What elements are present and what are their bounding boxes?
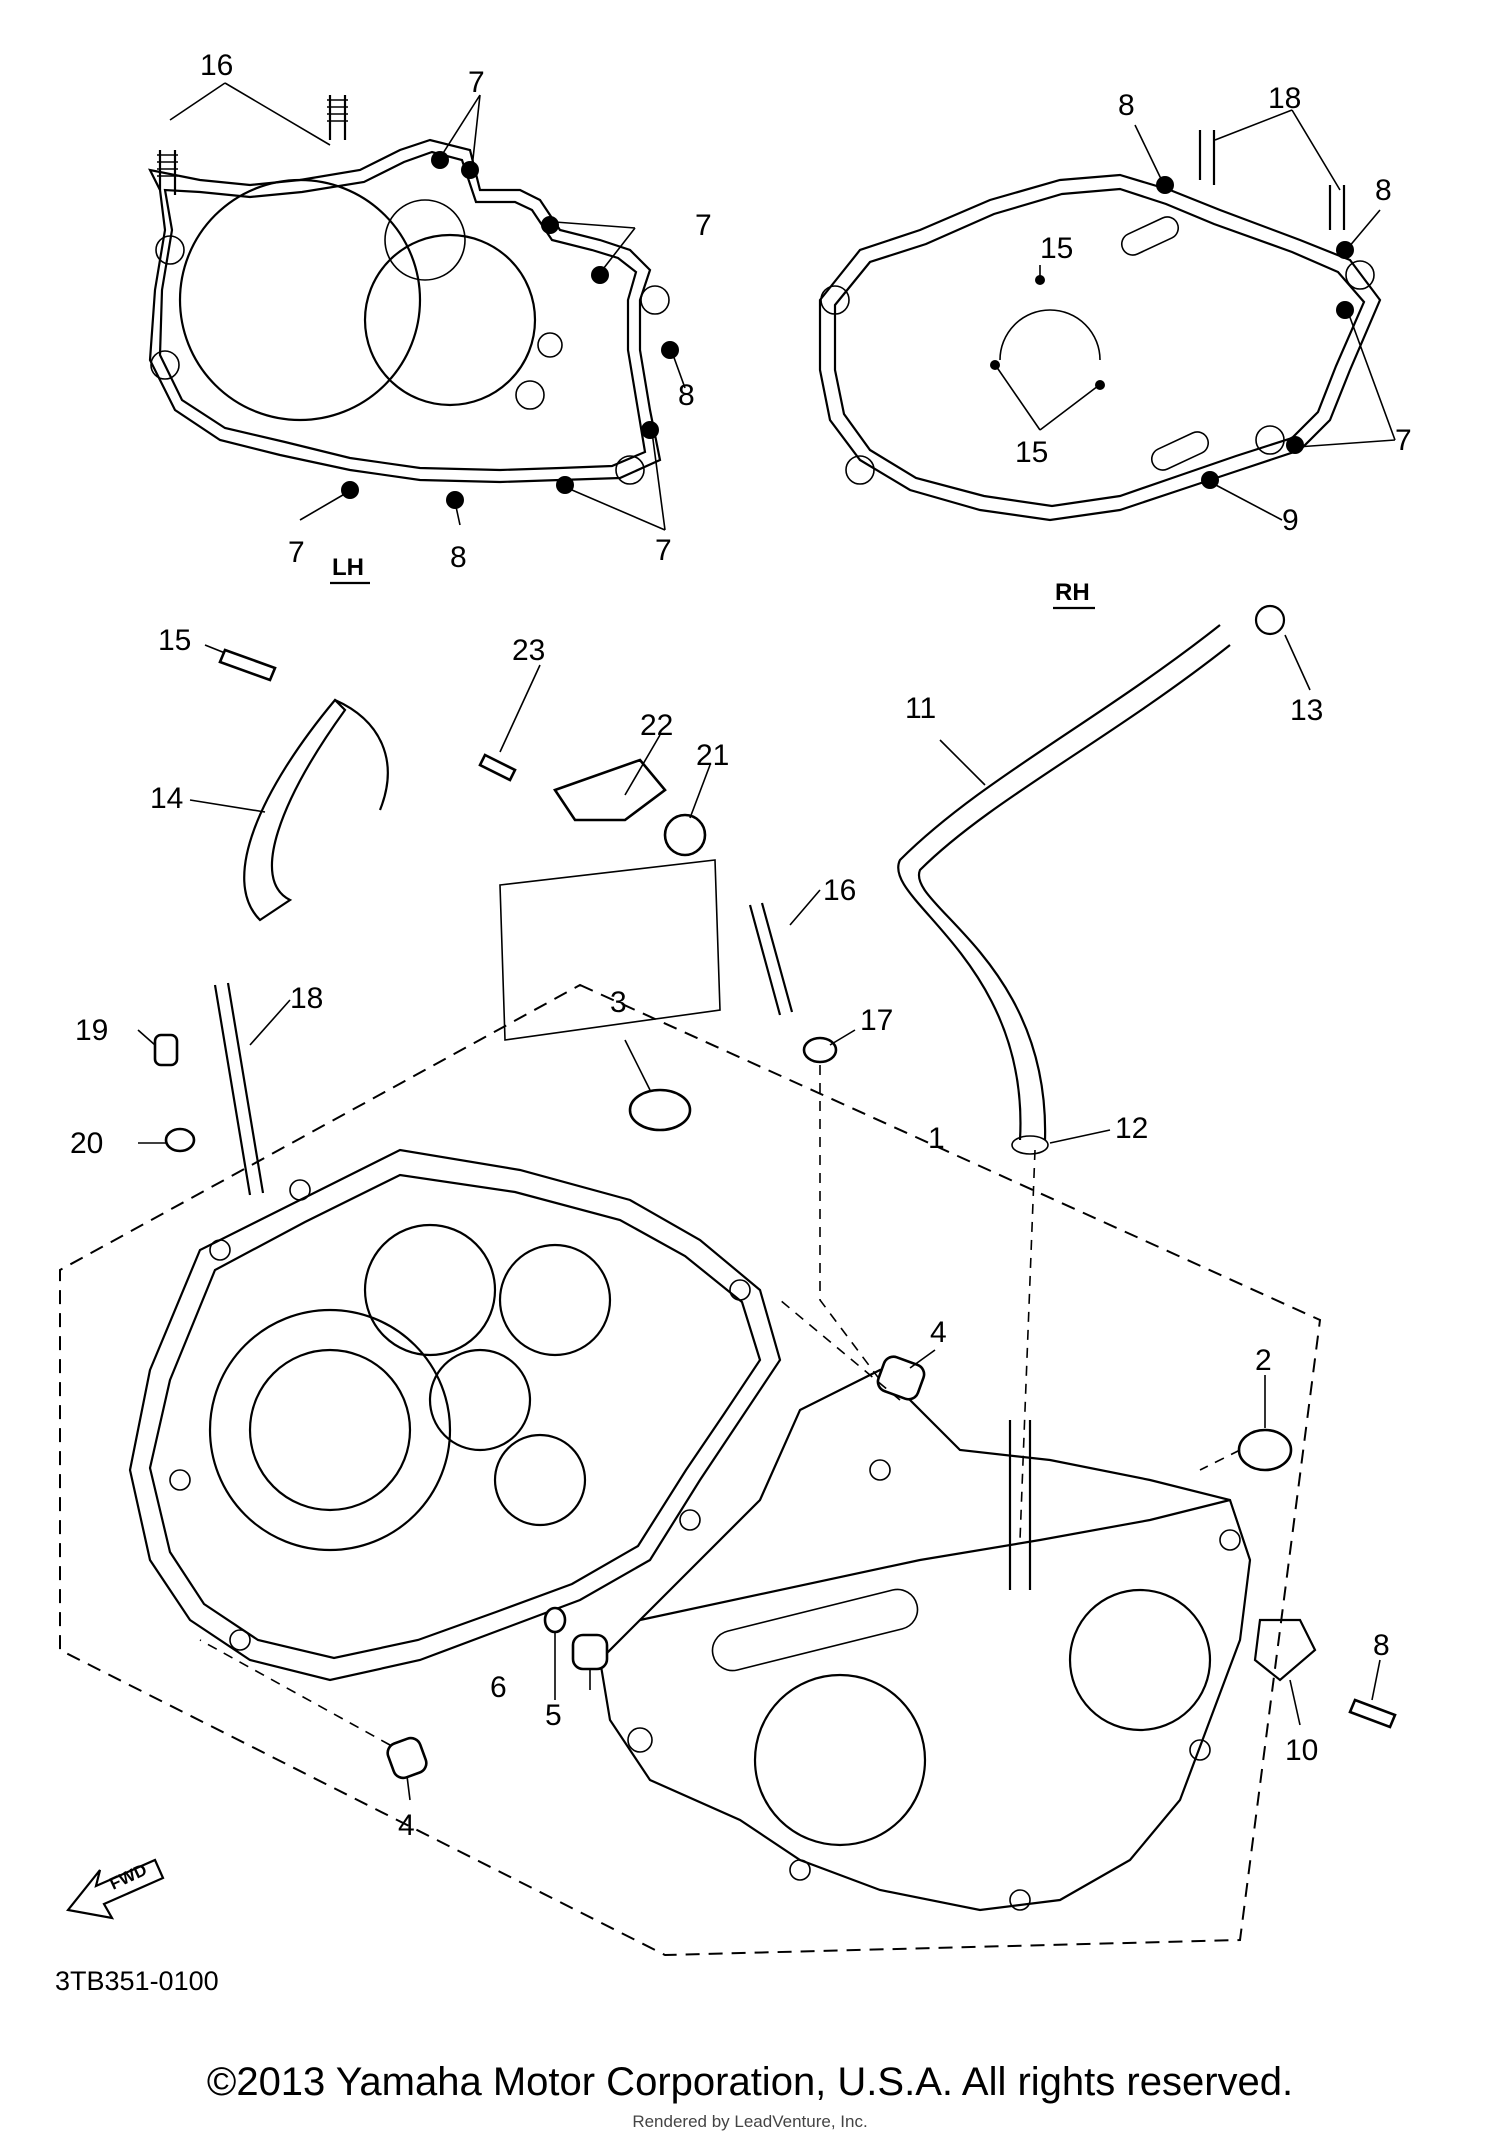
rh-crankcase-gasket [818,109,1396,522]
callout-7a: 7 [468,66,485,99]
callout-7b: 7 [695,209,712,242]
callout-6: 6 [490,1671,507,1704]
callout-15c: 15 [158,624,191,657]
callout-2: 2 [1255,1344,1272,1377]
callout-11: 11 [905,692,936,725]
right-crankcase-half [598,1368,1252,1912]
callout-7d: 7 [655,534,672,567]
callout-20: 20 [70,1127,103,1160]
callout-4b: 4 [398,1809,415,1842]
lh-side-label: LH [332,554,364,581]
callout-8a: 8 [678,379,695,412]
left-crankcase-half [128,1148,782,1682]
callout-15b: 15 [1015,436,1048,469]
callout-13: 13 [1290,694,1323,727]
callout-21: 21 [696,739,729,772]
callout-15a: 15 [1040,232,1073,265]
callout-22: 22 [640,709,673,742]
callout-10: 10 [1285,1734,1318,1767]
callout-19: 19 [75,1014,108,1047]
callout-8d: 8 [1375,174,1392,207]
callout-23: 23 [512,634,545,667]
copyright-notice: ©2013 Yamaha Motor Corporation, U.S.A. A… [206,2060,1294,2104]
callout-7c: 7 [288,536,305,569]
rh-side-label: RH [1055,579,1090,606]
lower-loose-parts [199,1299,1397,1801]
fwd-label: FWD [107,1860,150,1894]
callout-18a: 18 [1268,82,1301,115]
callout-8c: 8 [1118,89,1135,122]
callout-17: 17 [860,1004,893,1037]
callout-5: 5 [545,1699,562,1732]
callout-8e: 8 [1373,1629,1390,1662]
callout-16a: 16 [200,49,233,82]
forward-arrow: FWD [65,1858,165,1920]
callout-14: 14 [150,782,183,815]
diagram-code: 3TB351-0100 [55,1966,219,1996]
callout-3: 3 [610,986,627,1019]
callout-12: 12 [1115,1112,1148,1145]
callout-1: 1 [928,1122,945,1155]
lh-crankcase-gasket [148,82,686,531]
callout-18b: 18 [290,982,323,1015]
assembly-boundary [59,983,1322,1957]
callout-7e: 7 [1395,424,1412,457]
callout-labels: 16 7 7 8 7 8 7 18 8 8 15 15 7 9 15 23 22… [55,49,1412,1996]
callout-9: 9 [1282,504,1299,537]
callout-16b: 16 [823,874,856,907]
loose-parts [137,604,1311,1541]
rendered-by-note: Rendered by LeadVenture, Inc. [632,2112,868,2131]
callout-4a: 4 [930,1316,947,1349]
callout-8b: 8 [450,541,467,574]
